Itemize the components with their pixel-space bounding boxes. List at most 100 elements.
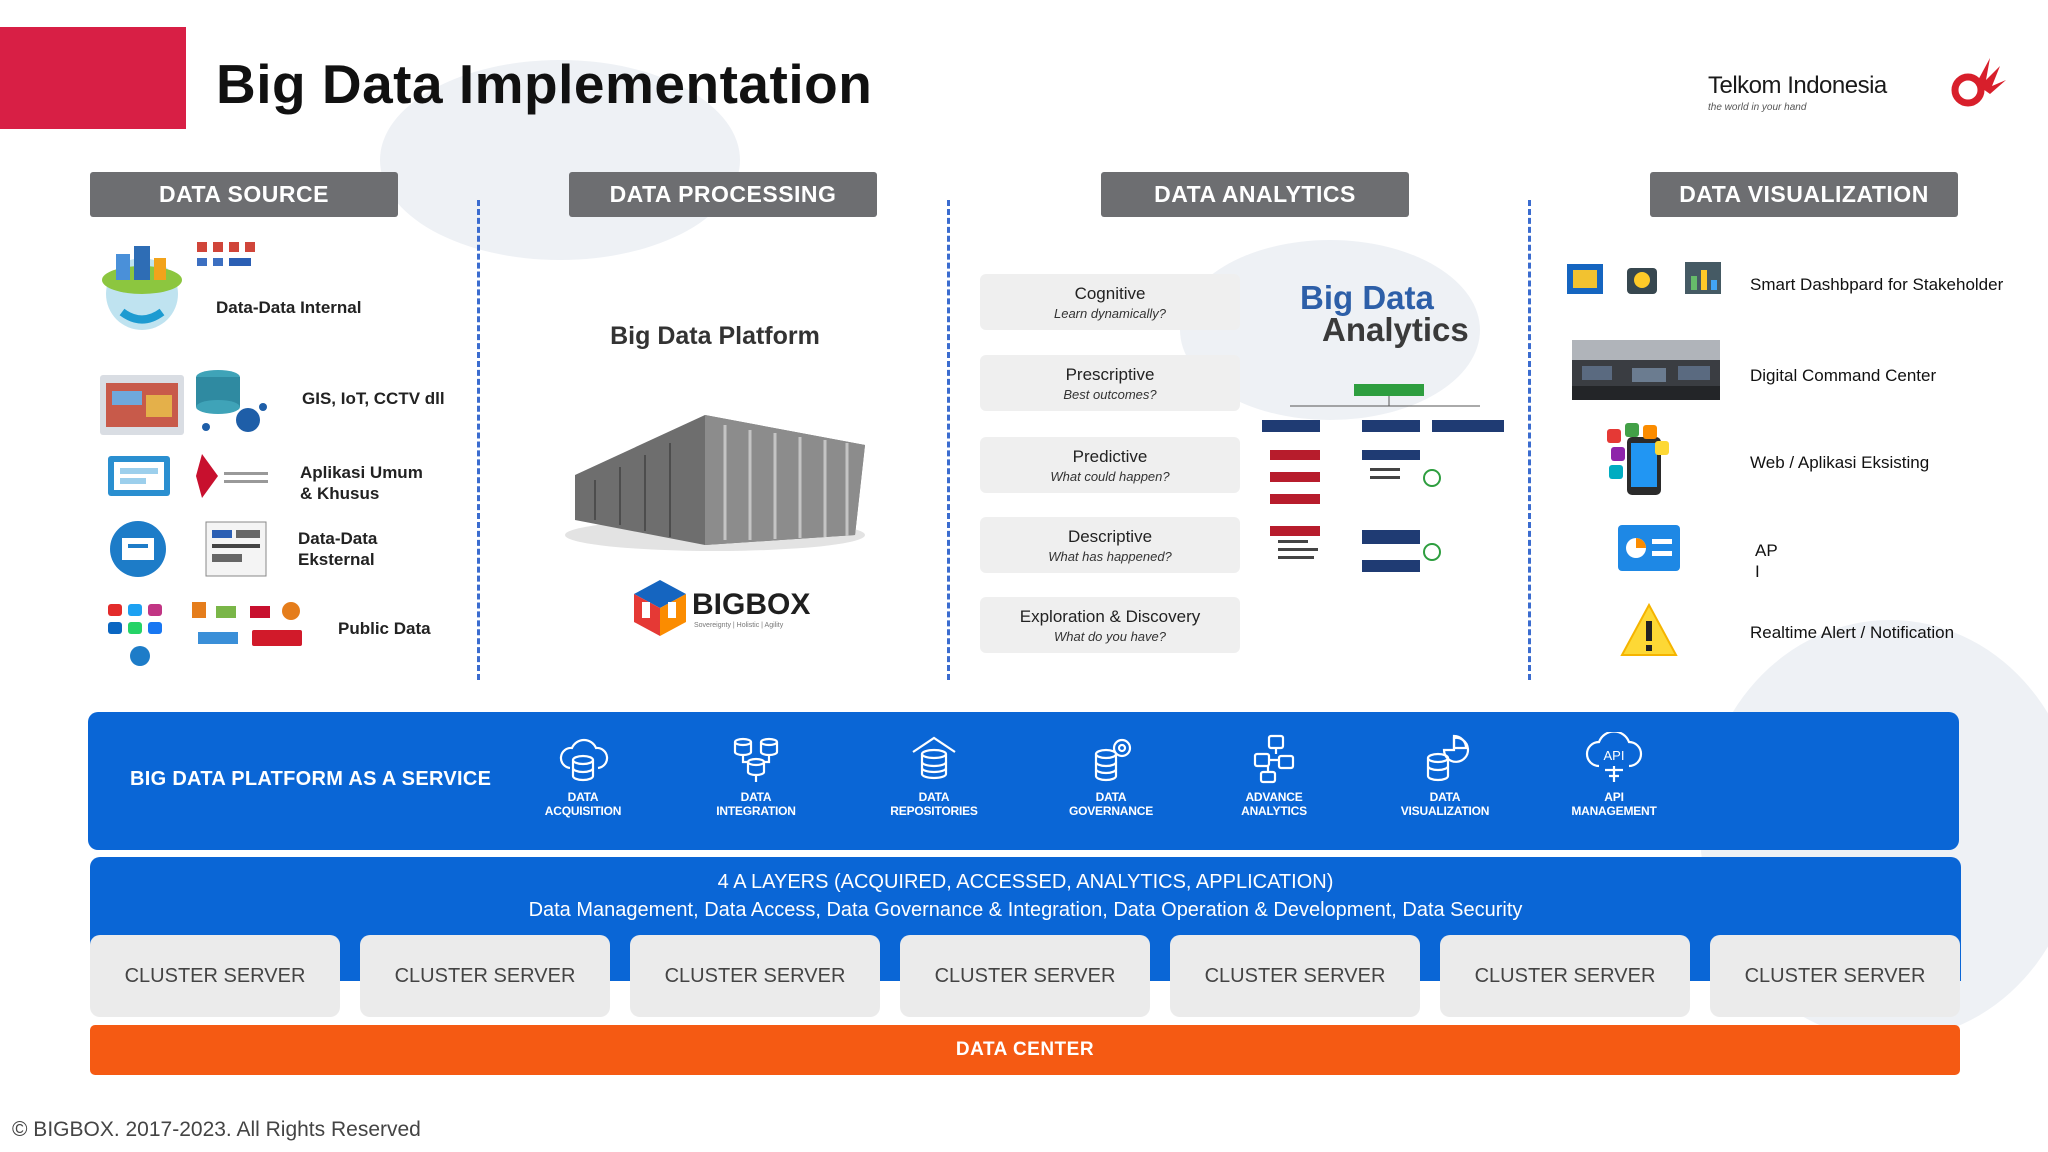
- analytics-card-subtitle: Learn dynamically?: [1053, 305, 1166, 321]
- telkom-flame-icon: [1951, 58, 2006, 107]
- service-api-management: API API MANAGEMENT: [1544, 732, 1684, 818]
- section-header-data-analytics: DATA ANALYTICS: [1101, 172, 1409, 217]
- cluster-server-1: CLUSTER SERVER: [90, 935, 340, 1017]
- application-icon: [108, 454, 268, 498]
- source-item-gis-iot: [98, 365, 278, 445]
- section-divider: [477, 200, 480, 680]
- source-label-internal: Data-Data Internal: [216, 298, 362, 317]
- integration-icon: [733, 737, 779, 782]
- brand-name: Telkom Indonesia: [1708, 72, 1887, 99]
- svg-text:API: API: [1604, 748, 1625, 763]
- smart-dashboard-icon: [1567, 262, 1721, 294]
- analytics-card-title: Descriptive: [1067, 526, 1153, 546]
- internal-data-illustration-icon: [102, 242, 255, 330]
- service-label: DATA INTEGRATION: [716, 790, 796, 818]
- viz-label-api: AP I: [1755, 541, 1778, 581]
- copyright-notice: © BIGBOX. 2017-2023. All Rights Reserved: [12, 1118, 421, 1141]
- source-item-internal: [92, 232, 272, 332]
- visualization-icon: [1426, 734, 1470, 782]
- analytics-card-predictive: Predictive What could happen?: [980, 437, 1240, 493]
- bigbox-cube-icon: [634, 580, 686, 636]
- service-data-visualization: DATA VISUALIZATION: [1375, 732, 1515, 818]
- viz-label-command-center: Digital Command Center: [1750, 366, 1937, 385]
- section-header-data-visualization: DATA VISUALIZATION: [1650, 172, 1958, 217]
- analytics-card-prescriptive: Prescriptive Best outcomes?: [980, 355, 1240, 411]
- analytics-card-subtitle: Best outcomes?: [1063, 386, 1157, 402]
- platform-as-a-service-band: BIG DATA PLATFORM AS A SERVICE DATA ACQU…: [88, 712, 1959, 850]
- source-item-public: [106, 600, 322, 674]
- service-data-repositories: DATA REPOSITORIES: [864, 732, 1004, 818]
- source-label-public: Public Data: [338, 619, 431, 638]
- mobile-apps-icon: [1607, 423, 1669, 495]
- layers-subtitle: Data Management, Data Access, Data Gover…: [528, 899, 1523, 921]
- service-data-governance: DATA GOVERNANCE: [1041, 732, 1181, 818]
- big-data-platform-title: Big Data Platform: [610, 322, 820, 350]
- brand-tagline: the world in your hand: [1708, 102, 1807, 113]
- analytics-card-subtitle: What has happened?: [1048, 548, 1172, 564]
- cloud-database-icon: [559, 738, 609, 782]
- bigbox-tagline: Sovereignty | Holistic | Agility: [694, 622, 784, 629]
- repository-icon: [912, 736, 956, 780]
- ml-taxonomy-diagram: [1250, 380, 1520, 590]
- service-label: DATA ACQUISITION: [544, 790, 622, 818]
- section-divider: [947, 200, 950, 680]
- analytics-card-title: Cognitive: [1074, 283, 1146, 303]
- source-label-apps: Aplikasi Umum & Khusus: [300, 463, 423, 503]
- analytics-card-cognitive: Cognitive Learn dynamically?: [980, 274, 1240, 330]
- service-label: API MANAGEMENT: [1571, 790, 1657, 818]
- data-center-bar: DATA CENTER: [90, 1025, 1960, 1075]
- api-icon: API: [1585, 732, 1643, 782]
- source-label-gis-iot: GIS, IoT, CCTV dll: [302, 389, 445, 408]
- warning-alert-icon: [1620, 603, 1678, 656]
- section-divider: [1528, 200, 1531, 680]
- analytics-card-descriptive: Descriptive What has happened?: [980, 517, 1240, 573]
- brand-logo: Telkom Indonesia the world in your hand: [1708, 50, 2008, 130]
- public-data-logos-icon: [108, 602, 302, 666]
- analytics-icon: [1253, 734, 1295, 784]
- service-label: DATA GOVERNANCE: [1068, 790, 1153, 818]
- service-advance-analytics: ADVANCE ANALYTICS: [1204, 732, 1344, 818]
- viz-label-dashboard: Smart Dashbpard for Stakeholder: [1750, 275, 2004, 294]
- bigbox-wordmark: BIGBOX: [692, 588, 811, 621]
- analytics-card-title: Prescriptive: [1065, 364, 1155, 384]
- analytics-card-title: Predictive: [1072, 446, 1148, 466]
- governance-icon: [1094, 738, 1132, 782]
- service-data-acquisition: DATA ACQUISITION: [513, 732, 653, 818]
- service-label: DATA REPOSITORIES: [890, 790, 978, 818]
- gis-iot-cctv-icon: [100, 370, 267, 435]
- analytics-card-exploration: Exploration & Discovery What do you have…: [980, 597, 1240, 653]
- service-label: DATA VISUALIZATION: [1400, 790, 1490, 818]
- viz-label-web-apps: Web / Aplikasi Eksisting: [1750, 453, 1930, 472]
- cluster-server-7: CLUSTER SERVER: [1710, 935, 1960, 1017]
- cluster-server-5: CLUSTER SERVER: [1170, 935, 1420, 1017]
- bda-line2: Analytics: [1322, 311, 1469, 348]
- viz-label-alert: Realtime Alert / Notification: [1750, 623, 1955, 642]
- cluster-server-6: CLUSTER SERVER: [1440, 935, 1690, 1017]
- external-data-icon: [110, 521, 267, 577]
- service-label: ADVANCE ANALYTICS: [1241, 790, 1307, 818]
- source-item-apps: [106, 452, 276, 504]
- analytics-card-title: Exploration & Discovery: [1019, 606, 1201, 626]
- layers-title: 4 A LAYERS (ACQUIRED, ACCESSED, ANALYTIC…: [717, 871, 1334, 893]
- source-item-external: [106, 518, 276, 580]
- bda-line1: Big Data: [1300, 279, 1434, 316]
- service-data-integration: DATA INTEGRATION: [686, 732, 826, 818]
- source-label-external: Data-Data Eksternal: [298, 529, 378, 569]
- page-title: Big Data Implementation: [216, 53, 873, 115]
- section-header-data-source: DATA SOURCE: [90, 172, 398, 217]
- section-header-data-processing: DATA PROCESSING: [569, 172, 877, 217]
- cluster-server-2: CLUSTER SERVER: [360, 935, 610, 1017]
- bigbox-logo: BIGBOX Sovereignty | Holistic | Agility: [630, 578, 830, 638]
- background-cloud: [380, 60, 740, 260]
- command-center-photo-icon: [1572, 340, 1720, 400]
- header-accent-block: [0, 27, 186, 129]
- api-card-icon: [1618, 525, 1680, 571]
- ml-taxonomy-tree-icon: [1262, 384, 1504, 572]
- server-rack-icon: [565, 415, 865, 551]
- big-data-analytics-title: Big Data Analytics: [1300, 279, 1469, 348]
- server-rack-illustration: [555, 385, 875, 555]
- paas-label: BIG DATA PLATFORM AS A SERVICE: [130, 768, 492, 790]
- cluster-server-3: CLUSTER SERVER: [630, 935, 880, 1017]
- cluster-server-4: CLUSTER SERVER: [900, 935, 1150, 1017]
- analytics-card-subtitle: What do you have?: [1053, 628, 1167, 644]
